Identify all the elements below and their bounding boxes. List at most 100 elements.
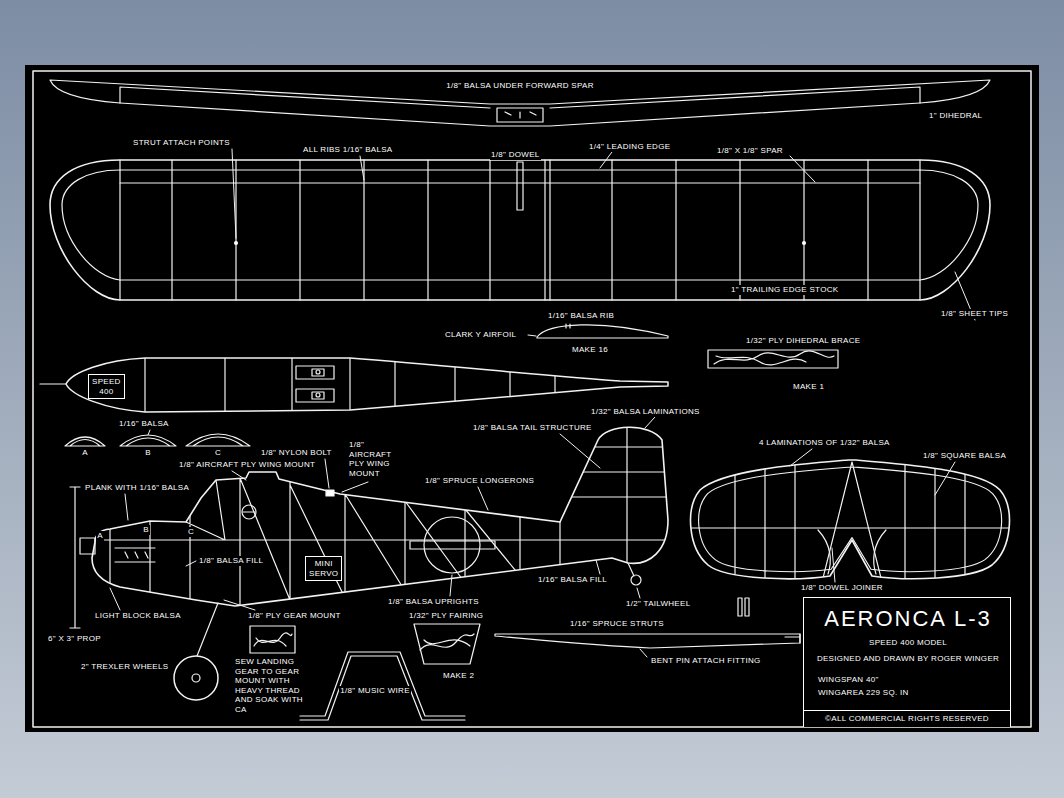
motor-label-box: SPEED 400 bbox=[88, 374, 125, 399]
airfoil-rib bbox=[566, 324, 570, 328]
copyright-box: ©ALL COMMERCIAL RIGHTS RESERVED bbox=[804, 710, 1010, 727]
callout-label: 1/4" LEADING EDGE bbox=[588, 142, 671, 152]
callout-label: 6" X 3" PROP bbox=[47, 634, 102, 644]
callout-label: 1/8" SHEET TIPS bbox=[940, 309, 1009, 319]
fuselage-top-view bbox=[296, 389, 334, 402]
callout-label: A bbox=[81, 448, 89, 458]
box-text: SPEED 400 bbox=[92, 377, 121, 396]
wing-plan-view bbox=[517, 162, 523, 210]
callout-label: CLARK Y AIRFOIL bbox=[444, 330, 517, 340]
callout-label: ALL RIBS 1/16" BALSA bbox=[302, 145, 393, 155]
callout-label: C bbox=[214, 448, 222, 458]
servo-box: MINI SERVO bbox=[305, 556, 342, 581]
callout-label: 1/8" DOWEL bbox=[490, 150, 541, 160]
fuselage-side-view bbox=[628, 563, 634, 576]
wing-plan-view bbox=[235, 242, 238, 245]
fuselage-side-view bbox=[80, 538, 95, 554]
wing-plan-view bbox=[50, 160, 990, 300]
fuselage-top-view bbox=[296, 366, 334, 379]
ply-fairing bbox=[414, 624, 480, 664]
fuselage-side-view bbox=[192, 674, 200, 682]
wing-front-view bbox=[505, 112, 536, 118]
fuselage-side-view bbox=[197, 603, 218, 656]
leader-line bbox=[110, 149, 975, 657]
airfoil-rib bbox=[537, 324, 668, 338]
wing-plan-view bbox=[803, 242, 806, 245]
leader-line bbox=[110, 149, 975, 657]
callout-label: 1/8" NYLON BOLT bbox=[260, 448, 333, 458]
callout-label: 1/32" PLY DIHEDRAL BRACE bbox=[745, 336, 861, 346]
callout-label: 1/8" BALSA UNDER FORWARD SPAR bbox=[445, 81, 594, 91]
fuselage-top-view bbox=[145, 350, 555, 420]
callout-label: 1/8" SPRUCE LONGERONS bbox=[424, 476, 535, 486]
stabilizer-plan bbox=[699, 467, 1002, 571]
fuselage-side-view bbox=[242, 505, 256, 519]
fuselage-top-view bbox=[40, 383, 66, 384]
airfoil-rib bbox=[537, 325, 668, 338]
cross-sections bbox=[65, 434, 250, 446]
fuselage-side-view bbox=[631, 575, 641, 585]
model-subtitle: SPEED 400 MODEL bbox=[869, 638, 947, 648]
stabilizer-plan bbox=[691, 460, 1010, 579]
fuselage-side-view bbox=[115, 548, 155, 562]
wing-plan-view bbox=[120, 170, 920, 280]
music-wire-gear bbox=[300, 652, 465, 716]
fuselage-side-view bbox=[424, 517, 480, 573]
cross-sections bbox=[65, 437, 105, 446]
wing-strut bbox=[495, 598, 800, 648]
wing-front-view bbox=[497, 108, 543, 122]
callout-label: 1/8" BALSA FILL bbox=[198, 556, 264, 566]
callout-label: 4 LAMINATIONS OF 1/32" BALSA bbox=[758, 438, 891, 448]
fuselage-side-view bbox=[410, 541, 495, 549]
callout-label: 1/8" BALSA TAIL STRUCTURE bbox=[472, 423, 593, 433]
fuselage-side-view bbox=[70, 400, 700, 700]
callout-label: STRUT ATTACH POINTS bbox=[132, 138, 231, 148]
cross-sections bbox=[120, 435, 176, 446]
music-wire-gear bbox=[300, 652, 465, 720]
callout-label: 1/16" BALSA RIB bbox=[547, 311, 615, 321]
callout-label: A bbox=[96, 531, 104, 541]
callout-label: B bbox=[144, 448, 152, 458]
callout-label: 1/8" MUSIC WIRE bbox=[339, 686, 411, 696]
wing-strut bbox=[738, 598, 742, 616]
fuselage-top-view bbox=[66, 358, 668, 412]
wing-strut bbox=[745, 598, 749, 616]
wing-front-view bbox=[50, 80, 990, 126]
callout-label: 1" DIHEDRAL bbox=[928, 111, 983, 121]
ply-fairing bbox=[420, 634, 474, 650]
callout-label: MAKE 1 bbox=[792, 382, 825, 392]
callout-label: 1/16" BALSA bbox=[118, 419, 170, 429]
fuselage-side-view bbox=[243, 511, 255, 512]
callout-label: 1/8" AIRCRAFT PLY WING MOUNT bbox=[178, 460, 316, 470]
callout-label: 1/8" DOWEL JOINER bbox=[800, 583, 884, 593]
stabilizer-plan bbox=[680, 450, 1020, 590]
callout-label: 1/8" AIRCRAFT PLY WING MOUNT bbox=[348, 440, 400, 478]
callout-label: SEW LANDING GEAR TO GEAR MOUNT WITH HEAV… bbox=[234, 657, 316, 715]
callout-label: BENT PIN ATTACH FITTING bbox=[650, 656, 762, 666]
fuselage-side-view bbox=[70, 487, 80, 628]
fuselage-top-view bbox=[316, 393, 320, 397]
fuselage-top-view bbox=[312, 369, 324, 376]
callout-label: 2" TREXLER WHEELS bbox=[80, 662, 169, 672]
cross-sections bbox=[186, 434, 250, 446]
gear-mount bbox=[250, 626, 295, 653]
drawing-sheet bbox=[25, 65, 1039, 732]
designer-credit: DESIGNED AND DRAWN BY ROGER WINGER bbox=[817, 654, 999, 664]
fuselage-side-view bbox=[100, 400, 700, 620]
wing-plan-view bbox=[62, 170, 978, 280]
ply-fairing bbox=[414, 624, 480, 664]
sheet-border bbox=[33, 71, 1031, 727]
wing-front-view bbox=[50, 80, 990, 126]
drawing-title: AERONCA L-3 bbox=[824, 606, 992, 632]
box-text: MINI SERVO bbox=[309, 559, 338, 578]
title-block: AERONCA L-3SPEED 400 MODEL DESIGNED AND D… bbox=[803, 597, 1011, 727]
callout-label: 1/32" BALSA LAMINATIONS bbox=[590, 407, 701, 417]
callout-label: B bbox=[142, 525, 150, 535]
music-wire-gear bbox=[300, 656, 465, 720]
fuselage-top-view bbox=[40, 350, 668, 420]
callout-label: MAKE 2 bbox=[442, 671, 475, 681]
stabilizer-plan bbox=[818, 530, 886, 574]
fuselage-side-view bbox=[326, 490, 334, 496]
